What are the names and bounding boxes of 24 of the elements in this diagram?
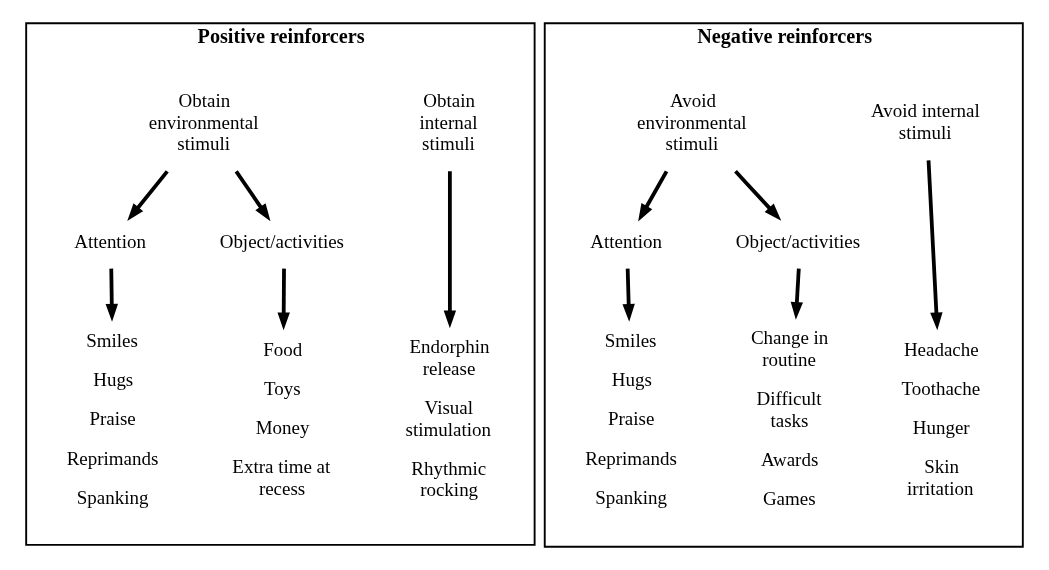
node-text: Food Toys Money Extra time at recess bbox=[232, 338, 331, 499]
node-text: Object/activities bbox=[219, 230, 344, 252]
node-text: Obtain internal stimuli bbox=[419, 90, 478, 155]
node-text: Endorphin release Visual stimulation Rhythmic rocking bbox=[405, 336, 491, 501]
arrow bbox=[105, 268, 118, 322]
arrow bbox=[790, 268, 804, 320]
node-text: Attention bbox=[590, 230, 662, 252]
node-text: Attention bbox=[74, 230, 146, 252]
arrow bbox=[734, 170, 782, 221]
node-text: Object/activities bbox=[735, 230, 861, 252]
arrow bbox=[443, 171, 457, 329]
node-text: Smiles Hugs Praise Reprimands Spanking bbox=[585, 329, 677, 508]
arrow bbox=[127, 170, 169, 222]
node-text: Avoid environmental stimuli bbox=[637, 90, 747, 155]
node-text: Headache Toothache Hunger Skin irritation bbox=[901, 338, 981, 499]
node-text: Obtain environmental stimuli bbox=[148, 90, 259, 155]
node-text: Avoid internal stimuli bbox=[871, 100, 980, 143]
arrow bbox=[277, 268, 290, 331]
node-text: Change in routine Difficult tasks Awards Games bbox=[750, 327, 829, 510]
arrow bbox=[622, 268, 635, 322]
node-text: Smiles Hugs Praise Reprimands Spanking bbox=[66, 329, 159, 508]
arrow bbox=[234, 170, 271, 222]
arrow bbox=[926, 160, 943, 331]
arrow bbox=[638, 170, 669, 222]
